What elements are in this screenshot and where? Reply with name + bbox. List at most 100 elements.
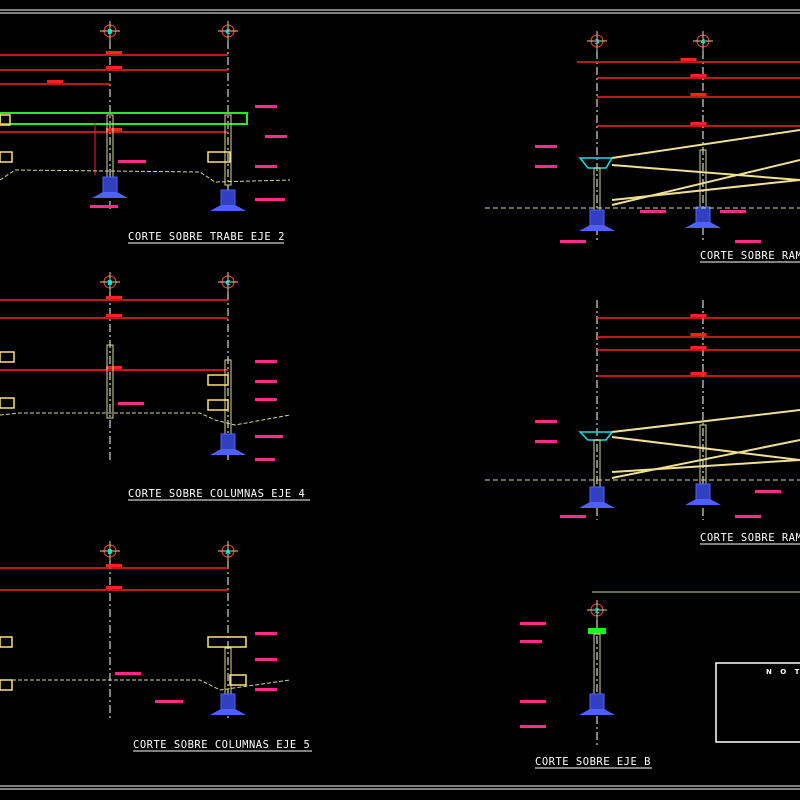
annotation-text-mark xyxy=(255,458,275,461)
beam xyxy=(0,112,248,125)
dimension-text-mark xyxy=(690,314,707,317)
annotation-text-mark xyxy=(535,440,557,443)
dimension-text-mark xyxy=(680,58,697,61)
annotation-text-mark xyxy=(560,240,586,243)
dimension-text-mark xyxy=(47,80,63,83)
slab-section xyxy=(0,397,15,409)
axis-label: C xyxy=(225,279,230,287)
annotation-text-mark xyxy=(535,165,557,168)
annotation-text-mark xyxy=(520,622,546,625)
axis-label: 3 xyxy=(595,38,600,46)
annotation-text-mark xyxy=(535,145,557,148)
annotation-text-mark xyxy=(255,632,277,635)
annotation-text-mark xyxy=(265,135,287,138)
pier-cap xyxy=(578,431,614,441)
ramp-line xyxy=(611,439,800,479)
annotation-text-mark xyxy=(118,402,144,405)
ramp-line xyxy=(611,459,800,473)
ramp-line xyxy=(611,179,800,201)
annotation-text-mark xyxy=(255,198,285,201)
slab-section xyxy=(0,114,11,126)
axis-label: B xyxy=(107,28,112,36)
slab-section xyxy=(229,674,247,686)
annotation-text-mark xyxy=(755,490,781,493)
footing-base xyxy=(210,449,246,455)
section-title: CORTE SOBRE EJE B xyxy=(535,756,651,768)
annotation-text-mark xyxy=(520,725,546,728)
annotation-text-mark xyxy=(560,515,586,518)
slab-section xyxy=(0,679,13,691)
dimension-text-mark xyxy=(106,51,122,54)
annotation-text-mark xyxy=(640,210,666,213)
notes-title: N O T A S xyxy=(766,668,800,676)
annotation-text-mark xyxy=(520,700,546,703)
ground-line xyxy=(0,169,291,183)
pier-cap xyxy=(578,157,614,169)
annotation-text-mark xyxy=(155,700,183,703)
slab-section xyxy=(207,636,247,648)
dimension-text-mark xyxy=(690,93,707,96)
footing-base xyxy=(579,709,615,715)
annotation-text-mark xyxy=(255,658,277,661)
axis-label: A xyxy=(225,548,231,556)
annotation-text-mark xyxy=(118,160,146,163)
footing-base xyxy=(210,205,246,211)
annotation-text-mark xyxy=(255,398,277,401)
annotation-text-mark xyxy=(255,165,277,168)
slab-section xyxy=(207,151,231,163)
dimension-text-mark xyxy=(106,366,122,369)
axis-label: C xyxy=(225,28,230,36)
drawing-frame xyxy=(0,9,800,790)
footing-base xyxy=(210,709,246,715)
ramp-line xyxy=(611,436,800,461)
annotation-text-mark xyxy=(520,640,542,643)
dimension-text-mark xyxy=(690,346,707,349)
axis-label: 2 xyxy=(595,607,600,615)
column xyxy=(224,114,232,186)
annotation-text-mark xyxy=(255,380,277,383)
dimension-text-mark xyxy=(690,122,707,125)
ramp-line xyxy=(611,129,800,159)
dimension-text-mark xyxy=(106,586,122,589)
dimension-text-mark xyxy=(106,564,122,567)
section-title: CORTE SOBRE RAM xyxy=(700,532,800,544)
notes-box: N O T A S xyxy=(715,662,800,743)
axis-label: B xyxy=(107,279,112,287)
pier-cap xyxy=(588,628,606,634)
annotation-text-mark xyxy=(720,210,746,213)
dimension-text-mark xyxy=(690,74,707,77)
ramp-line xyxy=(611,164,800,181)
section-title: CORTE SOBRE COLUMNAS EJE 4 xyxy=(128,488,305,500)
annotation-text-mark xyxy=(735,515,761,518)
dimension-text-mark xyxy=(690,372,707,375)
dimension-text-mark xyxy=(106,314,122,317)
slab-section xyxy=(207,374,229,386)
annotation-text-mark xyxy=(90,205,118,208)
ground-line xyxy=(0,679,291,691)
slab-section xyxy=(0,351,15,363)
footing-base xyxy=(685,499,721,505)
section-title: CORTE SOBRE RAM xyxy=(700,250,800,262)
ground-line xyxy=(0,412,291,426)
annotation-text-mark xyxy=(255,435,283,438)
dimension-text-mark xyxy=(106,128,122,131)
section-title: CORTE SOBRE COLUMNAS EJE 5 xyxy=(133,739,310,751)
annotation-text-mark xyxy=(115,672,141,675)
dimension-text-mark xyxy=(106,66,122,69)
annotation-text-mark xyxy=(735,240,761,243)
slab-section xyxy=(0,151,13,163)
dimension-text-mark xyxy=(106,296,122,299)
footing-base xyxy=(685,222,721,228)
annotation-text-mark xyxy=(255,360,277,363)
section-title: CORTE SOBRE TRABE EJE 2 xyxy=(128,231,285,243)
slab-section xyxy=(207,399,229,411)
footing-base xyxy=(579,502,615,508)
axis-label: B xyxy=(107,548,112,556)
ramp-line xyxy=(611,409,800,433)
column xyxy=(106,344,114,419)
axis-label: 4 xyxy=(701,38,706,46)
annotation-text-mark xyxy=(535,420,557,423)
footing-base xyxy=(579,225,615,231)
annotation-text-mark xyxy=(255,105,277,108)
